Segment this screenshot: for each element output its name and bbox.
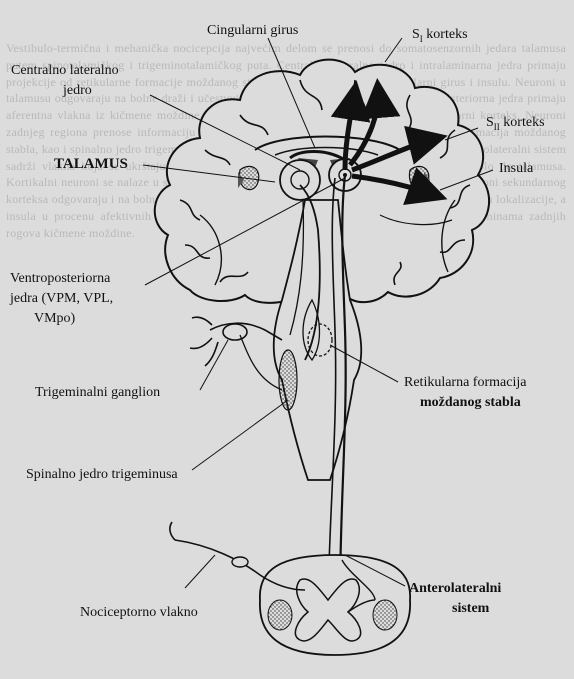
leader-s1: [385, 38, 402, 62]
label-centralno-lateralno-line1: Centralno lateralno: [11, 62, 119, 79]
label-s1-korteks: SI korteks: [412, 26, 468, 48]
label-ventroposteriorna-line2: jedra (VPM, VPL,: [10, 290, 113, 307]
label-spinalno-jedro-trigeminusa: Spinalno jedro trigeminusa: [26, 466, 178, 483]
label-nociceptorno-vlakno: Nociceptorno vlakno: [80, 604, 198, 621]
label-ventroposteriorna-line1: Ventroposteriorna: [10, 270, 110, 287]
s2-rest: korteks: [500, 115, 545, 130]
label-insula: Insula: [499, 160, 533, 177]
spinal-trigeminal-nucleus: [279, 350, 297, 410]
label-retikularna-formacija-line1: Retikularna formacija: [404, 374, 526, 391]
leader-spinal-trigeminal: [192, 400, 288, 470]
label-anterolateralni-line1: Anterolateralni: [409, 580, 501, 597]
label-talamus: TALAMUS: [54, 156, 128, 173]
label-anterolateralni-line2: sistem: [452, 600, 489, 617]
s1-letter: S: [412, 27, 420, 42]
s1-rest: korteks: [423, 27, 468, 42]
label-s2-korteks: SII korteks: [486, 114, 545, 136]
thalamus-left: [280, 160, 320, 200]
s2-letter: S: [486, 115, 494, 130]
label-centralno-lateralno-line2: jedro: [63, 82, 92, 99]
label-retikularna-formacija-line2: moždanog stabla: [420, 394, 521, 411]
leader-nociceptor: [185, 555, 215, 588]
trigeminal-ganglion-shape: [223, 324, 247, 340]
label-cingularni-girus: Cingularni girus: [207, 22, 298, 39]
label-ventroposteriorna-line3: VMpo): [34, 310, 75, 327]
leader-trigeminal-ganglion: [200, 340, 228, 390]
label-trigeminalni-ganglion: Trigeminalni ganglion: [35, 384, 160, 401]
